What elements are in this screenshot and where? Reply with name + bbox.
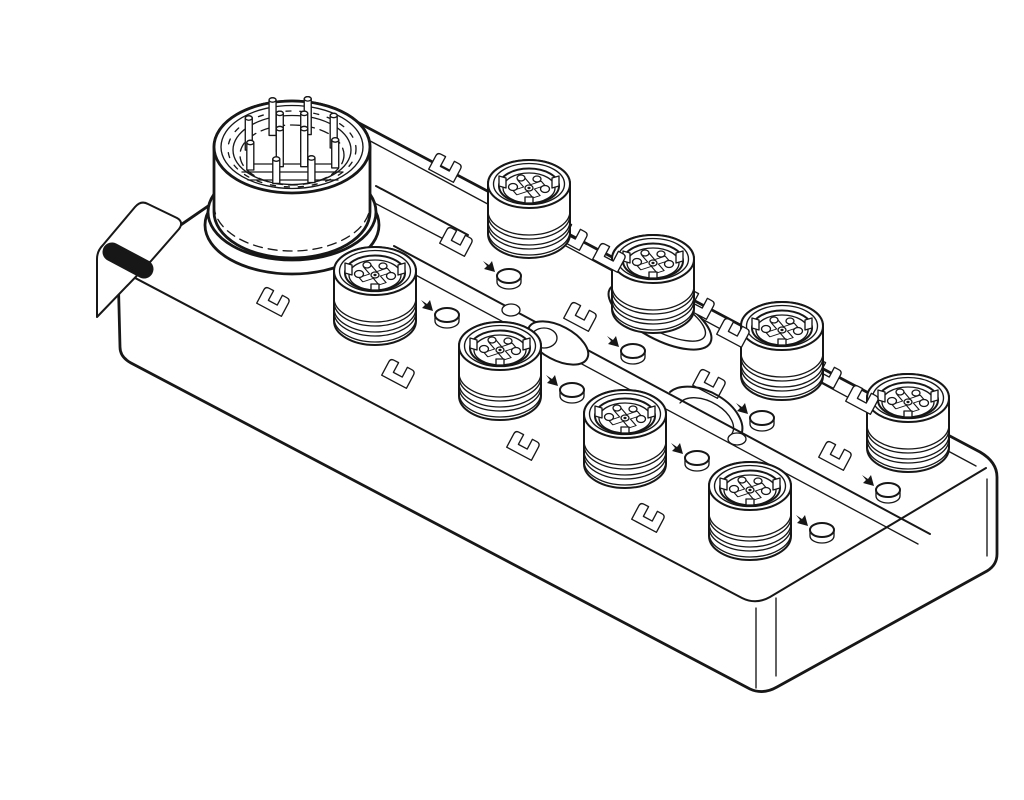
cable-clip [428,152,462,184]
mounting-flange [96,201,183,318]
led-arrow-icon [421,300,433,311]
key-tab-icon [647,405,656,419]
key-tab-icon [522,337,531,351]
connector-pin [272,156,281,185]
port-led-7 [684,450,710,472]
port-led-8 [809,522,835,544]
screw-hole [501,303,521,317]
front-ridge-edge [119,269,987,603]
key-tab-icon [594,405,603,419]
key-tab-icon [930,389,939,403]
corridor-step-line [393,245,931,535]
led-arrow-icon [736,403,748,414]
contact-holes [728,476,772,496]
cable-clip [716,317,750,349]
key-notch-icon [524,196,534,204]
connector-pin [331,137,340,169]
key-notch-icon [777,338,787,346]
m12-port-2 [611,234,695,334]
led-arrow-icon [607,336,619,347]
key-tab-icon [498,175,507,189]
contact-holes [353,261,397,281]
key-tab-icon [751,317,760,331]
connector-pin [307,155,316,184]
platform-step-line [364,197,458,247]
curved-channel [669,385,747,446]
key-notch-icon [648,271,658,279]
cable-clip [563,301,597,333]
m12-port-4 [866,373,950,473]
key-tab-icon [344,262,353,276]
cable-clip [506,430,540,462]
main-connector [203,96,381,276]
contact-holes [886,388,930,408]
port-led-5 [434,307,460,329]
key-notch-icon [903,410,913,418]
contact-holes [603,404,647,424]
cable-clip [818,440,852,472]
contact-holes [478,336,522,356]
cable-clip [592,242,626,274]
cable-clip [256,286,290,318]
port-led-1 [496,268,522,290]
led-arrow-icon [796,515,808,526]
key-notch-icon [745,498,755,506]
m12-port-7 [583,389,667,489]
led-arrow-icon [483,261,495,272]
junction-box-drawing [96,96,999,693]
port-led-4 [875,482,901,504]
contact-holes [760,316,804,336]
port-led-6 [559,382,585,404]
port-led-3 [749,410,775,432]
led-arrow-icon [862,475,874,486]
key-notch-icon [620,426,630,434]
key-tab-icon [469,337,478,351]
technical-drawing [40,16,1024,784]
key-tab-icon [772,477,781,491]
key-notch-icon [370,283,380,291]
cable-clip [439,226,473,258]
key-tab-icon [551,175,560,189]
key-tab-icon [397,262,406,276]
port-led-2 [620,343,646,365]
cable-clip [692,368,726,400]
contact-holes [507,174,551,194]
m12-port-6 [458,321,542,421]
connector-pin [300,125,309,168]
cable-clip [631,502,665,534]
cable-clip [845,384,879,416]
m12-port-1 [487,159,571,259]
led-arrow-icon [671,443,683,454]
m12-port-5 [333,246,417,346]
key-tab-icon [675,250,684,264]
platform-step-line [375,185,469,236]
key-tab-icon [877,389,886,403]
m12-port-3 [740,301,824,401]
contact-holes [631,249,675,269]
m12-port-8 [708,461,792,561]
pin-floor [241,163,344,181]
led-arrow-icon [546,375,558,386]
connector-pin [246,139,255,171]
key-notch-icon [495,358,505,366]
key-tab-icon [719,477,728,491]
key-tab-icon [804,317,813,331]
cable-clip [381,358,415,390]
connector-pin [268,97,277,137]
